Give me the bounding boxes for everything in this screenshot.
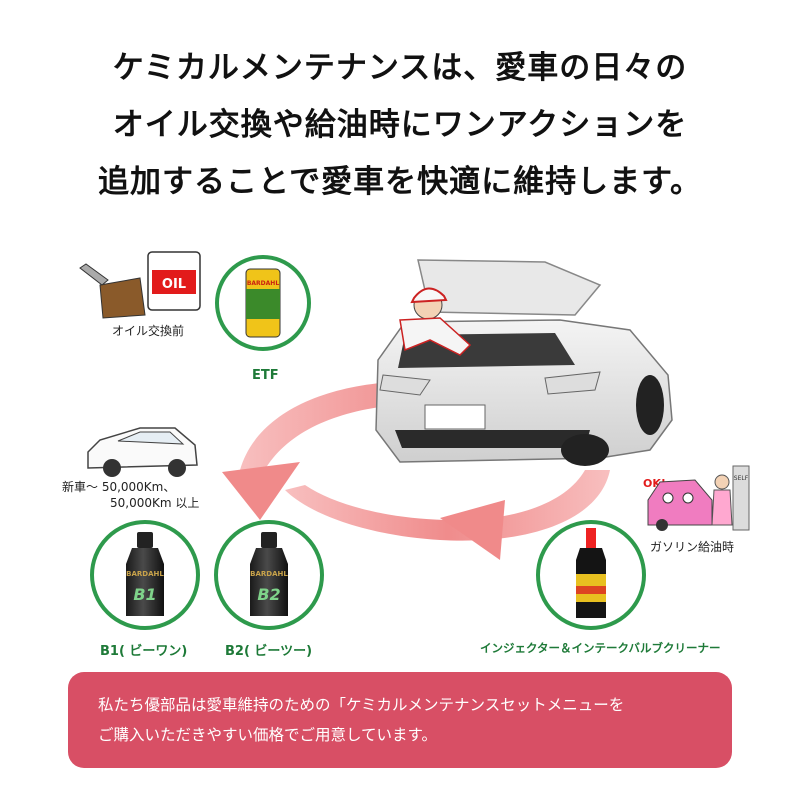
headlight-left xyxy=(379,374,431,396)
oil-change-illustration: OIL xyxy=(79,251,201,319)
car-hood-open xyxy=(417,259,602,316)
oil-can-text: OIL xyxy=(162,277,186,292)
banner-line-2: ご購入いただきやすい価格でご用意しています。 xyxy=(98,726,437,744)
mechanic-body xyxy=(399,317,472,356)
etf-can-brand: BARDAHL xyxy=(247,280,279,287)
b1-product-circle: BARDAHL B1 xyxy=(90,520,200,630)
new-car-label-2: 50,000Km 以上 xyxy=(110,496,200,510)
gas-refuel-label: ガソリン給油時 xyxy=(650,540,735,554)
b1-mark: B1 xyxy=(133,585,156,604)
pink-car-body xyxy=(647,479,713,526)
oil-can-label xyxy=(152,270,196,294)
fuel-pump xyxy=(732,465,750,531)
headline-line-1: ケミカルメンテナンスは、愛車の日々の xyxy=(112,50,688,86)
pink-car-wheel xyxy=(656,519,668,531)
sedan-wheel-front xyxy=(103,459,121,477)
front-wheel xyxy=(561,434,609,466)
b1-bottle-icon: BARDAHL B1 xyxy=(126,532,164,616)
attendant-body xyxy=(711,489,733,526)
mechanic-cap xyxy=(410,287,448,304)
headline-line-3: 追加することで愛車を快適に維持します。 xyxy=(98,164,702,200)
injector-bottle-icon xyxy=(576,528,606,618)
headlight-right xyxy=(544,371,601,395)
injector-product-circle xyxy=(536,520,646,630)
pink-car-eye-left xyxy=(662,492,674,504)
b2-brand: BARDAHL xyxy=(250,570,288,578)
license-plate xyxy=(424,404,486,430)
pink-car-eye-right xyxy=(682,492,694,504)
oil-jug xyxy=(99,277,146,319)
sedan-window xyxy=(117,431,185,445)
sedan-illustration xyxy=(87,427,198,477)
car-grille xyxy=(395,430,590,448)
b2-bottle-icon: BARDAHL B2 xyxy=(250,532,288,616)
arrow-lower-head xyxy=(440,500,505,560)
rear-wheel xyxy=(636,375,664,435)
etf-product-circle: BARDAHL xyxy=(215,255,311,351)
oil-change-label: オイル交換前 xyxy=(112,324,185,338)
headline-line-2: オイル交換や給油時にワンアクションを xyxy=(112,107,688,143)
gas-station-illustration: OK! SELF xyxy=(643,465,750,531)
headline: ケミカルメンテナンスは、愛車の日々の オイル交換や給油時にワンアクションを 追加… xyxy=(0,40,800,211)
arrow-upper-head xyxy=(222,462,300,520)
etf-can-icon: BARDAHL xyxy=(245,268,281,338)
arrow-lower xyxy=(285,470,610,541)
b2-label: B2( ビーツー) xyxy=(225,644,313,659)
b2-mark: B2 xyxy=(257,585,280,604)
injector-label: インジェクター＆インテークバルブクリーナー xyxy=(480,641,721,655)
info-banner: 私たち優部品は愛車維持のための「ケミカルメンテナンスセットメニューを ご購入いた… xyxy=(68,672,732,768)
b1-label: B1( ビーワン) xyxy=(100,644,188,659)
oil-jug-spout xyxy=(79,263,109,286)
self-text: SELF xyxy=(734,475,749,482)
new-car-label-1: 新車～ 50,000Km、 xyxy=(62,480,176,494)
banner-line-1: 私たち優部品は愛車維持のための「ケミカルメンテナンスセットメニューを xyxy=(98,696,625,714)
etf-label: ETF xyxy=(252,368,279,383)
b1-brand: BARDAHL xyxy=(126,570,164,578)
main-car-illustration xyxy=(375,259,673,466)
b2-product-circle: BARDAHL B2 xyxy=(214,520,324,630)
attendant-head xyxy=(714,474,730,490)
sedan-wheel-rear xyxy=(168,459,186,477)
